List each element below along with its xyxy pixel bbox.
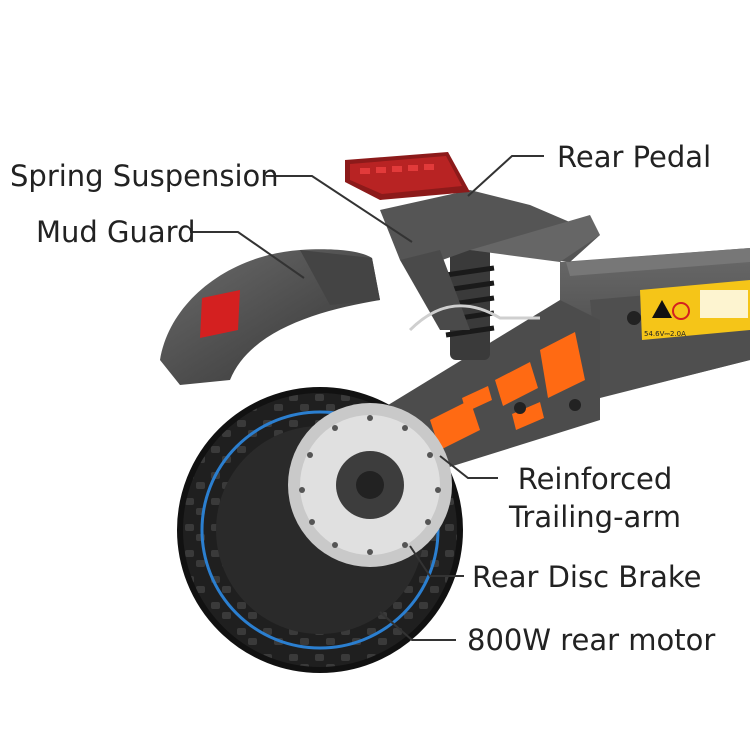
label-rear-pedal: Rear Pedal bbox=[557, 140, 712, 174]
label-rear-motor: 800W rear motor bbox=[467, 623, 716, 657]
leader-lines bbox=[190, 155, 544, 641]
label-rear-disc-brake: Rear Disc Brake bbox=[472, 560, 702, 594]
label-mud-guard: Mud Guard bbox=[36, 215, 196, 249]
rear-light bbox=[345, 152, 470, 200]
brake-cable bbox=[408, 304, 540, 332]
reflector-red bbox=[200, 290, 240, 338]
trailing-arm bbox=[380, 300, 641, 472]
label-reinforced: Reinforced bbox=[517, 462, 673, 496]
label-trailing-arm: Trailing-arm bbox=[508, 500, 681, 534]
rear-pedal bbox=[380, 190, 600, 330]
disc-brake bbox=[288, 403, 452, 567]
sticker-rating: 54.6V⎓2.0A bbox=[644, 330, 686, 338]
mud-guard bbox=[160, 249, 380, 385]
warning-sticker: 54.6V⎓2.0A bbox=[640, 280, 750, 340]
label-spring-suspension: Spring Suspension bbox=[10, 159, 279, 193]
